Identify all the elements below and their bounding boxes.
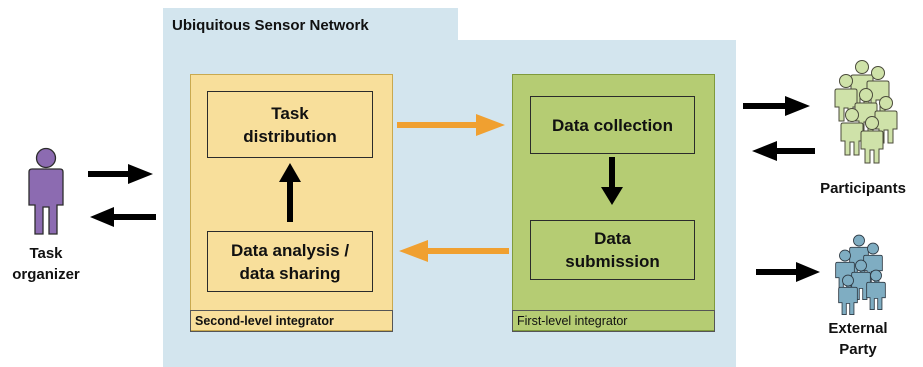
data-collection-label: Data collection bbox=[552, 115, 673, 135]
data-submission-label: Data submission bbox=[565, 229, 660, 271]
data-submission-box: Data submission bbox=[530, 220, 695, 280]
arrow-network-to-organizer bbox=[90, 207, 156, 227]
task-distribution-label: Task distribution bbox=[243, 103, 337, 146]
data-analysis-box: Data analysis / data sharing bbox=[207, 231, 373, 292]
participants-group-icon bbox=[834, 60, 898, 164]
arrow-network-to-participants bbox=[743, 96, 810, 116]
network-title: Ubiquitous Sensor Network bbox=[172, 17, 369, 34]
external-party-label: External Party bbox=[828, 320, 888, 358]
data-analysis-label: Data analysis / data sharing bbox=[230, 240, 350, 283]
data-collection-box: Data collection bbox=[530, 96, 695, 154]
first-level-footer: First-level integrator bbox=[512, 310, 715, 332]
arrow-organizer-to-network bbox=[88, 164, 153, 184]
up-arrow-analysis-to-distribution bbox=[279, 163, 301, 222]
down-arrow-collection-to-submission bbox=[601, 157, 623, 205]
arrow-network-to-external-party bbox=[756, 262, 820, 282]
orange-arrow-distribution-to-collection bbox=[397, 114, 505, 136]
task-organizer-icon bbox=[28, 147, 64, 235]
orange-arrow-submission-to-analysis bbox=[399, 240, 509, 262]
arrow-participants-to-network bbox=[752, 141, 815, 161]
task-organizer-label: Task organizer bbox=[12, 245, 80, 283]
network-header-tab bbox=[163, 8, 458, 44]
participants-label: Participants bbox=[820, 180, 906, 197]
external-party-group-icon bbox=[835, 234, 886, 315]
second-level-footer: Second-level integrator bbox=[190, 310, 393, 332]
task-distribution-box: Task distribution bbox=[207, 91, 373, 158]
